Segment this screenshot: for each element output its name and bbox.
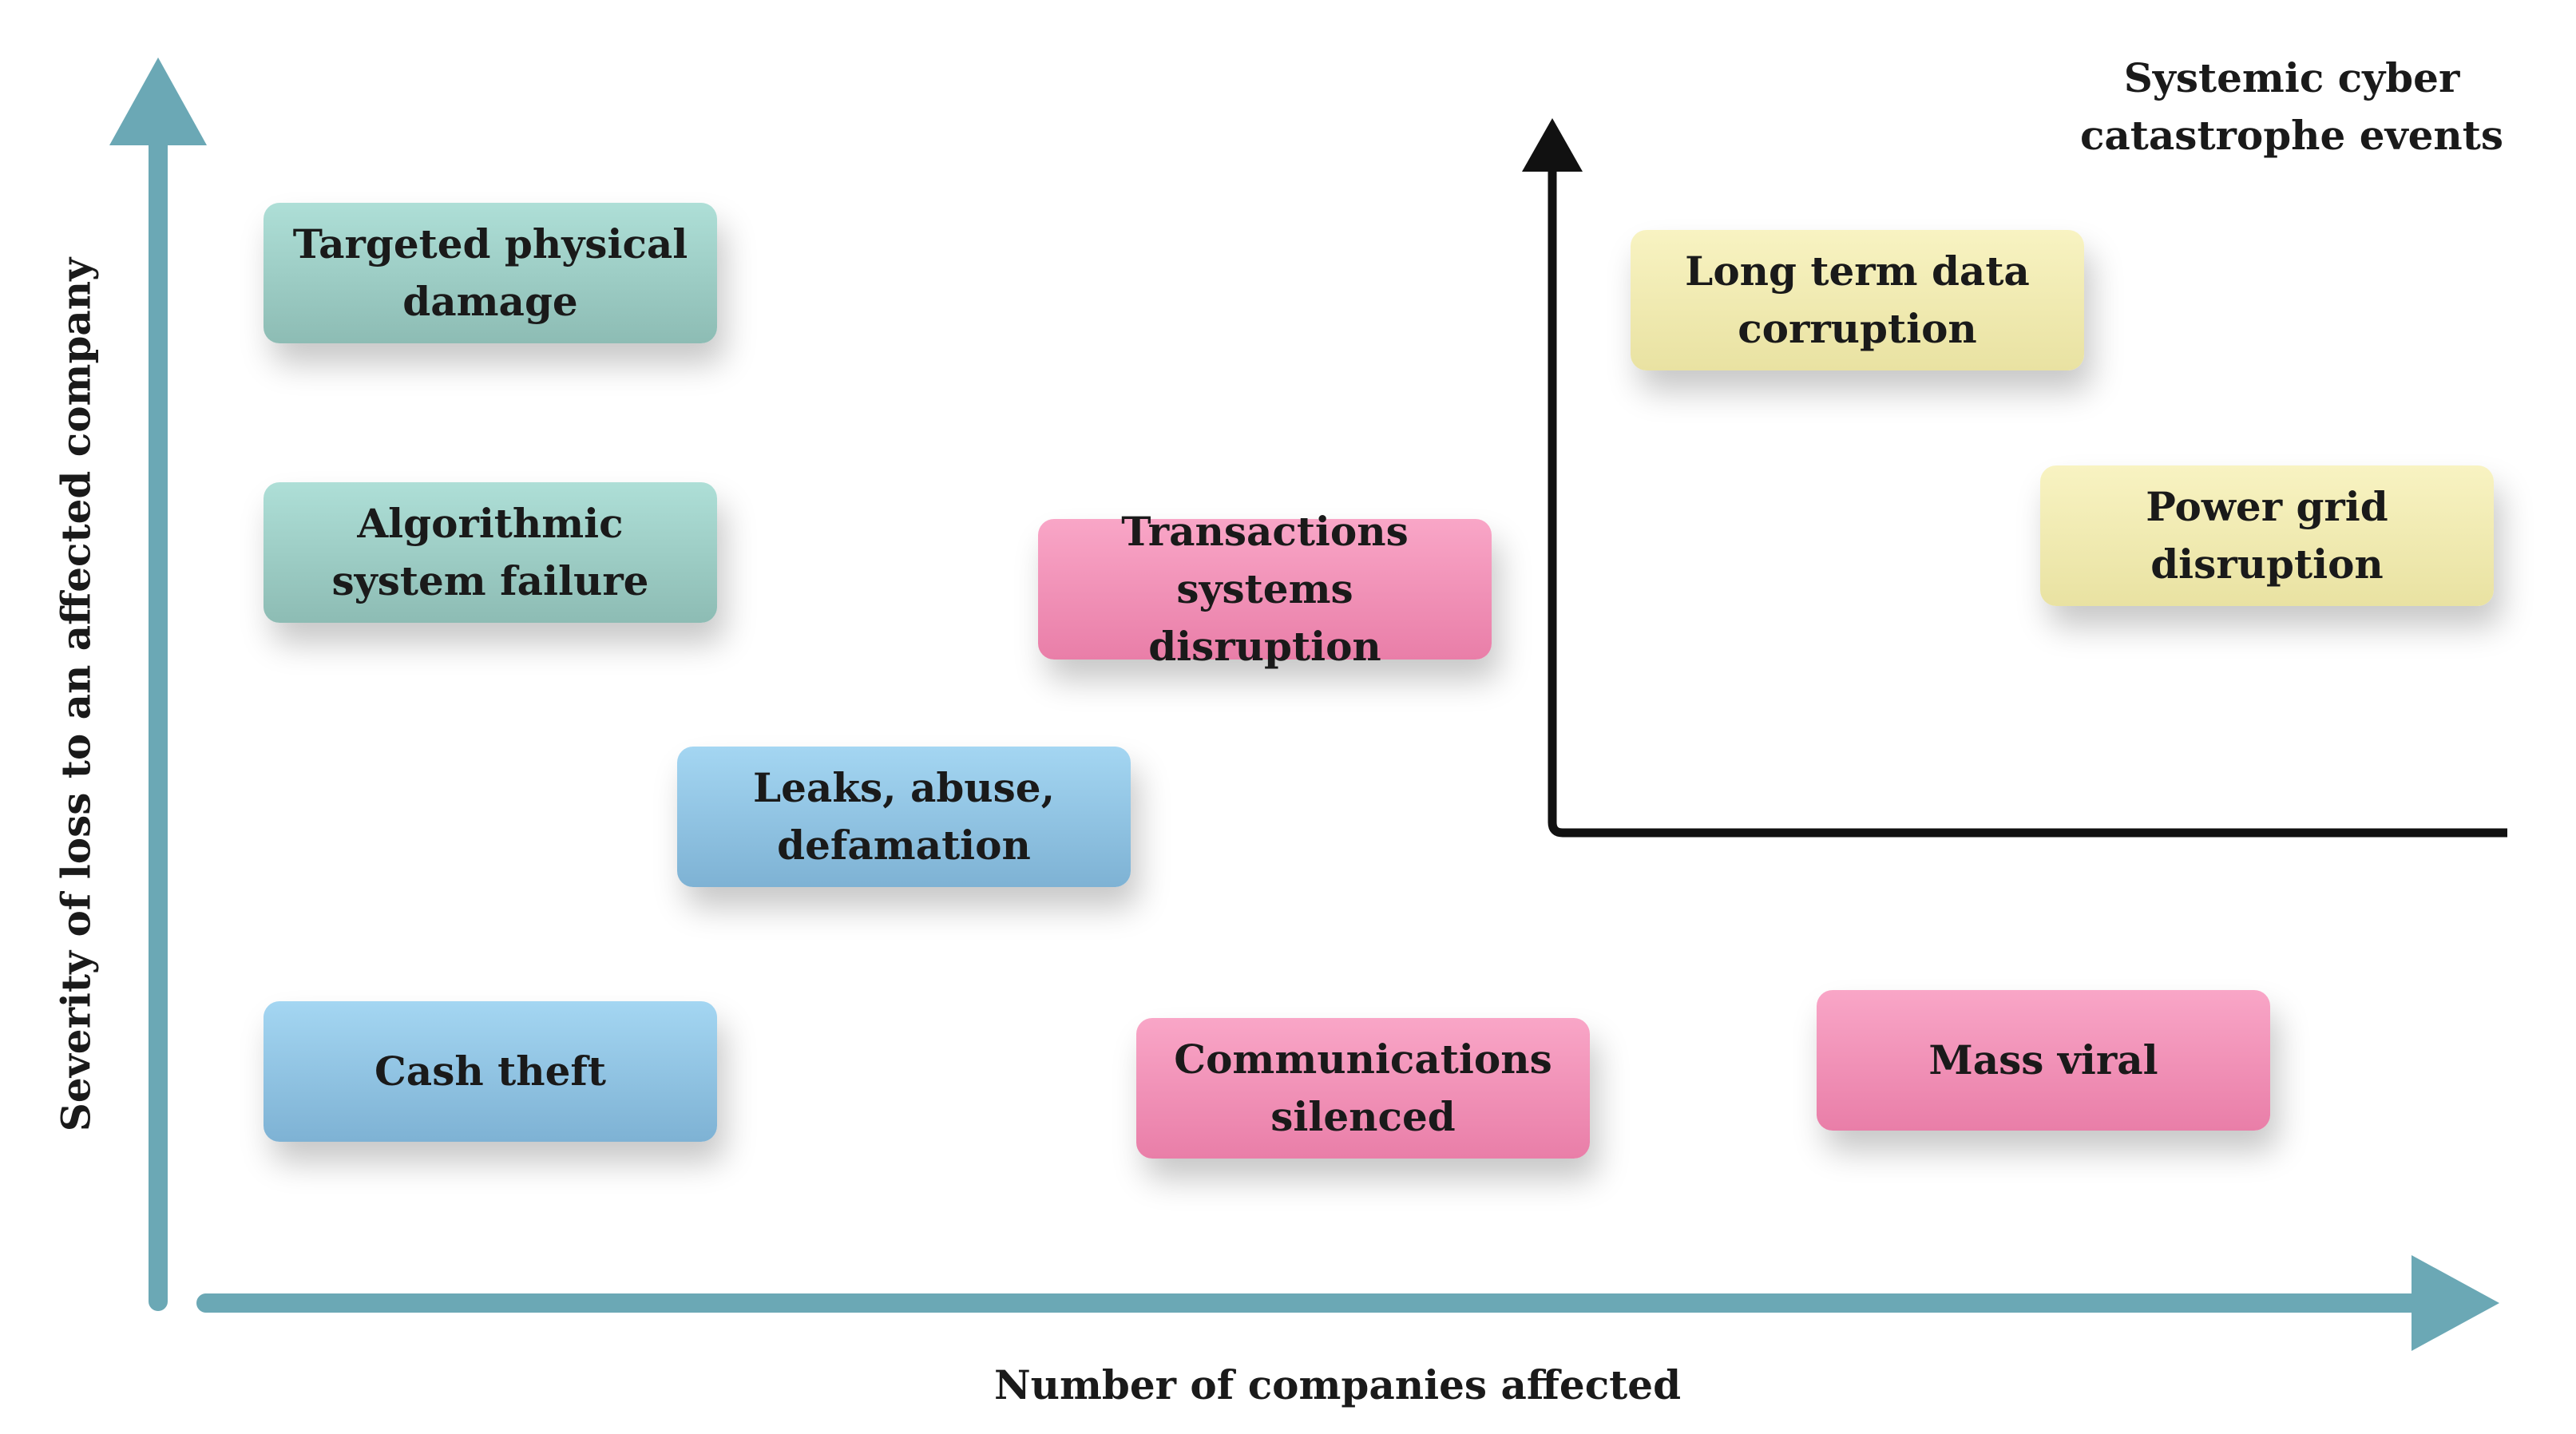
event-box-mass-viral: Mass viral — [1817, 990, 2270, 1131]
y-axis-label: Severity of loss to an affected company — [52, 257, 100, 1132]
x-axis-arrowhead — [2412, 1255, 2499, 1351]
event-box-power-grid-disruption: Power grid disruption — [2040, 465, 2494, 606]
event-label: Communications silenced — [1174, 1036, 1552, 1140]
event-box-transactions-systems-disruption: Transactions systems disruption — [1038, 508, 1492, 670]
event-box-long-term-data-corruption: Long term data corruption — [1631, 230, 2084, 370]
x-axis-label: Number of companies affected — [993, 1361, 1682, 1408]
event-box-algorithmic-system-failure: Algorithmic system failure — [264, 482, 717, 623]
event-label: Transactions systems disruption — [1121, 508, 1409, 670]
event-label: Power grid disruption — [2146, 483, 2388, 588]
y-axis-arrowhead — [109, 57, 207, 145]
event-box-communications-silenced: Communications silenced — [1136, 1018, 1590, 1159]
event-label: Mass viral — [1928, 1036, 2158, 1083]
event-label: Algorithmic system failure — [331, 500, 649, 604]
event-label: Long term data corruption — [1685, 248, 2030, 352]
event-box-leaks-abuse-defamation: Leaks, abuse, defamation — [677, 747, 1131, 887]
systemic-region-label: Systemic cyber catastrophe events — [2079, 54, 2504, 159]
event-label: Targeted physical damage — [292, 220, 688, 325]
systemic-region-arrowhead — [1522, 118, 1583, 172]
event-box-cash-theft: Cash theft — [264, 1001, 717, 1142]
event-box-targeted-physical-damage: Targeted physical damage — [264, 203, 717, 343]
event-label: Cash theft — [375, 1048, 606, 1095]
event-label: Leaks, abuse, defamation — [752, 764, 1056, 869]
systemic-region-axes — [1548, 160, 2507, 838]
